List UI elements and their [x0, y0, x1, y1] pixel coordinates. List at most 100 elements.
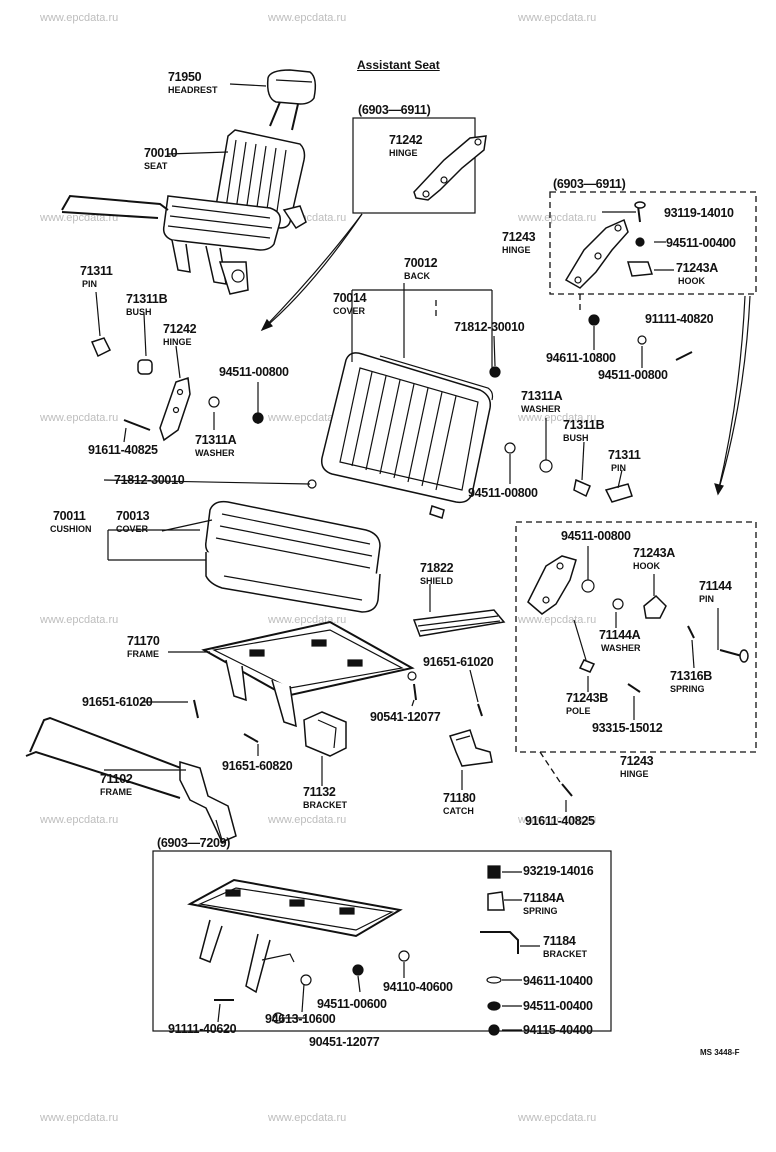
watermark: www.epcdata.ru [518, 614, 597, 626]
seat-cushion-drawing [205, 500, 381, 613]
watermark: www.epcdata.ru [268, 12, 347, 24]
part-number: 71170 [127, 634, 160, 648]
pointer-arrow [261, 213, 363, 331]
part-name: PIN [699, 594, 715, 604]
leader-lines-bottom [217, 871, 540, 1031]
part-number: 94110-40600 [383, 980, 453, 994]
part-number: 71311 [608, 448, 641, 462]
part-number: 91611-40825 [88, 443, 158, 457]
part-name: HOOK [678, 276, 705, 286]
part-number: 94115-40400 [523, 1023, 593, 1037]
frame-inset-box [152, 850, 612, 1032]
part-name: HINGE [620, 769, 649, 779]
part-name: PIN [82, 279, 98, 289]
part-number: 71243 [502, 230, 536, 244]
part-number: 71180 [443, 791, 476, 805]
leader-lines [95, 83, 719, 812]
watermark: www.epcdata.ru [268, 412, 347, 424]
seat-assembly-drawing [61, 129, 307, 295]
part-name: WASHER [195, 448, 235, 458]
watermark: www.epcdata.ru [518, 12, 597, 24]
part-name: HINGE [389, 148, 418, 158]
watermark: www.epcdata.ru [268, 1112, 347, 1124]
part-number: 71243A [633, 546, 675, 560]
part-name: BRACKET [303, 800, 347, 810]
shield-drawing [412, 609, 506, 637]
frame-71102-drawing [25, 716, 237, 843]
part-name: CATCH [443, 806, 474, 816]
part-name: WASHER [601, 643, 641, 653]
part-number: 91651-61020 [423, 655, 494, 669]
bolts-drawing [193, 683, 483, 743]
part-number: 71144A [599, 628, 641, 642]
part-number: 70011 [53, 509, 86, 523]
part-name: BRACKET [543, 949, 587, 959]
hinge-inset-drawing [413, 135, 487, 201]
small-parts-drawing [90, 314, 693, 503]
hinge-inset-box-dashed [549, 191, 757, 295]
part-name: WASHER [521, 404, 561, 414]
part-number: 91611-40825 [525, 814, 595, 828]
part-number: 91111-40620 [168, 1022, 237, 1036]
frame-71170-drawing [201, 620, 417, 728]
part-number: 70013 [116, 509, 150, 523]
part-number: 94611-10400 [523, 974, 593, 988]
part-number: 71242 [163, 322, 197, 336]
part-number: 71311 [80, 264, 113, 278]
box-date-range: (6903—6911) [553, 177, 626, 191]
hinge-inset-box-dashed-2 [515, 521, 757, 753]
box-date-range: (6903—6911) [358, 103, 431, 117]
seat-back-drawing [320, 352, 494, 519]
part-name: COVER [333, 306, 366, 316]
part-number: 90541-12077 [370, 710, 441, 724]
part-number: 94511-00800 [598, 368, 668, 382]
part-number: 94511-00800 [468, 486, 538, 500]
part-number: 71311A [521, 389, 563, 403]
part-name: HINGE [502, 245, 531, 255]
part-number: 90451-12077 [309, 1035, 380, 1049]
part-name: FRAME [127, 649, 159, 659]
watermark: www.epcdata.ru [40, 12, 119, 24]
part-name: SPRING [670, 684, 705, 694]
pointer-arrow [717, 295, 746, 493]
part-name: CUSHION [50, 524, 92, 534]
watermark: www.epcdata.ru [518, 412, 597, 424]
part-number: 70010 [144, 146, 178, 160]
part-number: 71184A [523, 891, 565, 905]
part-number: 94511-00800 [561, 529, 631, 543]
part-number: 93219-14016 [523, 864, 594, 878]
watermark: www.epcdata.ru [518, 212, 597, 224]
watermark: www.epcdata.ru [40, 1112, 119, 1124]
part-number: 91651-61020 [82, 695, 153, 709]
part-number: 71311B [563, 418, 605, 432]
catch-drawing [449, 729, 493, 767]
part-number: 70014 [333, 291, 367, 305]
part-number: 94511-00400 [523, 999, 593, 1013]
part-number: 71144 [699, 579, 732, 593]
part-number: 71242 [389, 133, 423, 147]
part-number: 71812-30010 [454, 320, 525, 334]
part-name: BUSH [126, 307, 152, 317]
part-name: SEAT [144, 161, 168, 171]
watermark: www.epcdata.ru [268, 814, 347, 826]
part-number: 91651-60820 [222, 759, 293, 773]
part-number: 91111-40820 [645, 312, 714, 326]
box-date-range: (6903—7209) [157, 836, 231, 850]
watermark: www.epcdata.ru [40, 814, 119, 826]
part-number: 94511-00800 [219, 365, 289, 379]
part-number: 93315-15012 [592, 721, 663, 735]
headrest-drawing [266, 69, 317, 131]
watermark: www.epcdata.ru [518, 814, 597, 826]
part-name: BUSH [563, 433, 589, 443]
part-number: 71243A [676, 261, 718, 275]
part-number: 71950 [168, 70, 202, 84]
pointer-arrow [717, 295, 751, 493]
part-name: SHIELD [420, 576, 454, 586]
watermark: www.epcdata.ru [40, 412, 119, 424]
watermark: www.epcdata.ru [40, 614, 119, 626]
bottom-frame-drawing [187, 865, 519, 1036]
part-name: POLE [566, 706, 591, 716]
pointer-arrow [261, 213, 363, 331]
part-name: HOOK [633, 561, 660, 571]
